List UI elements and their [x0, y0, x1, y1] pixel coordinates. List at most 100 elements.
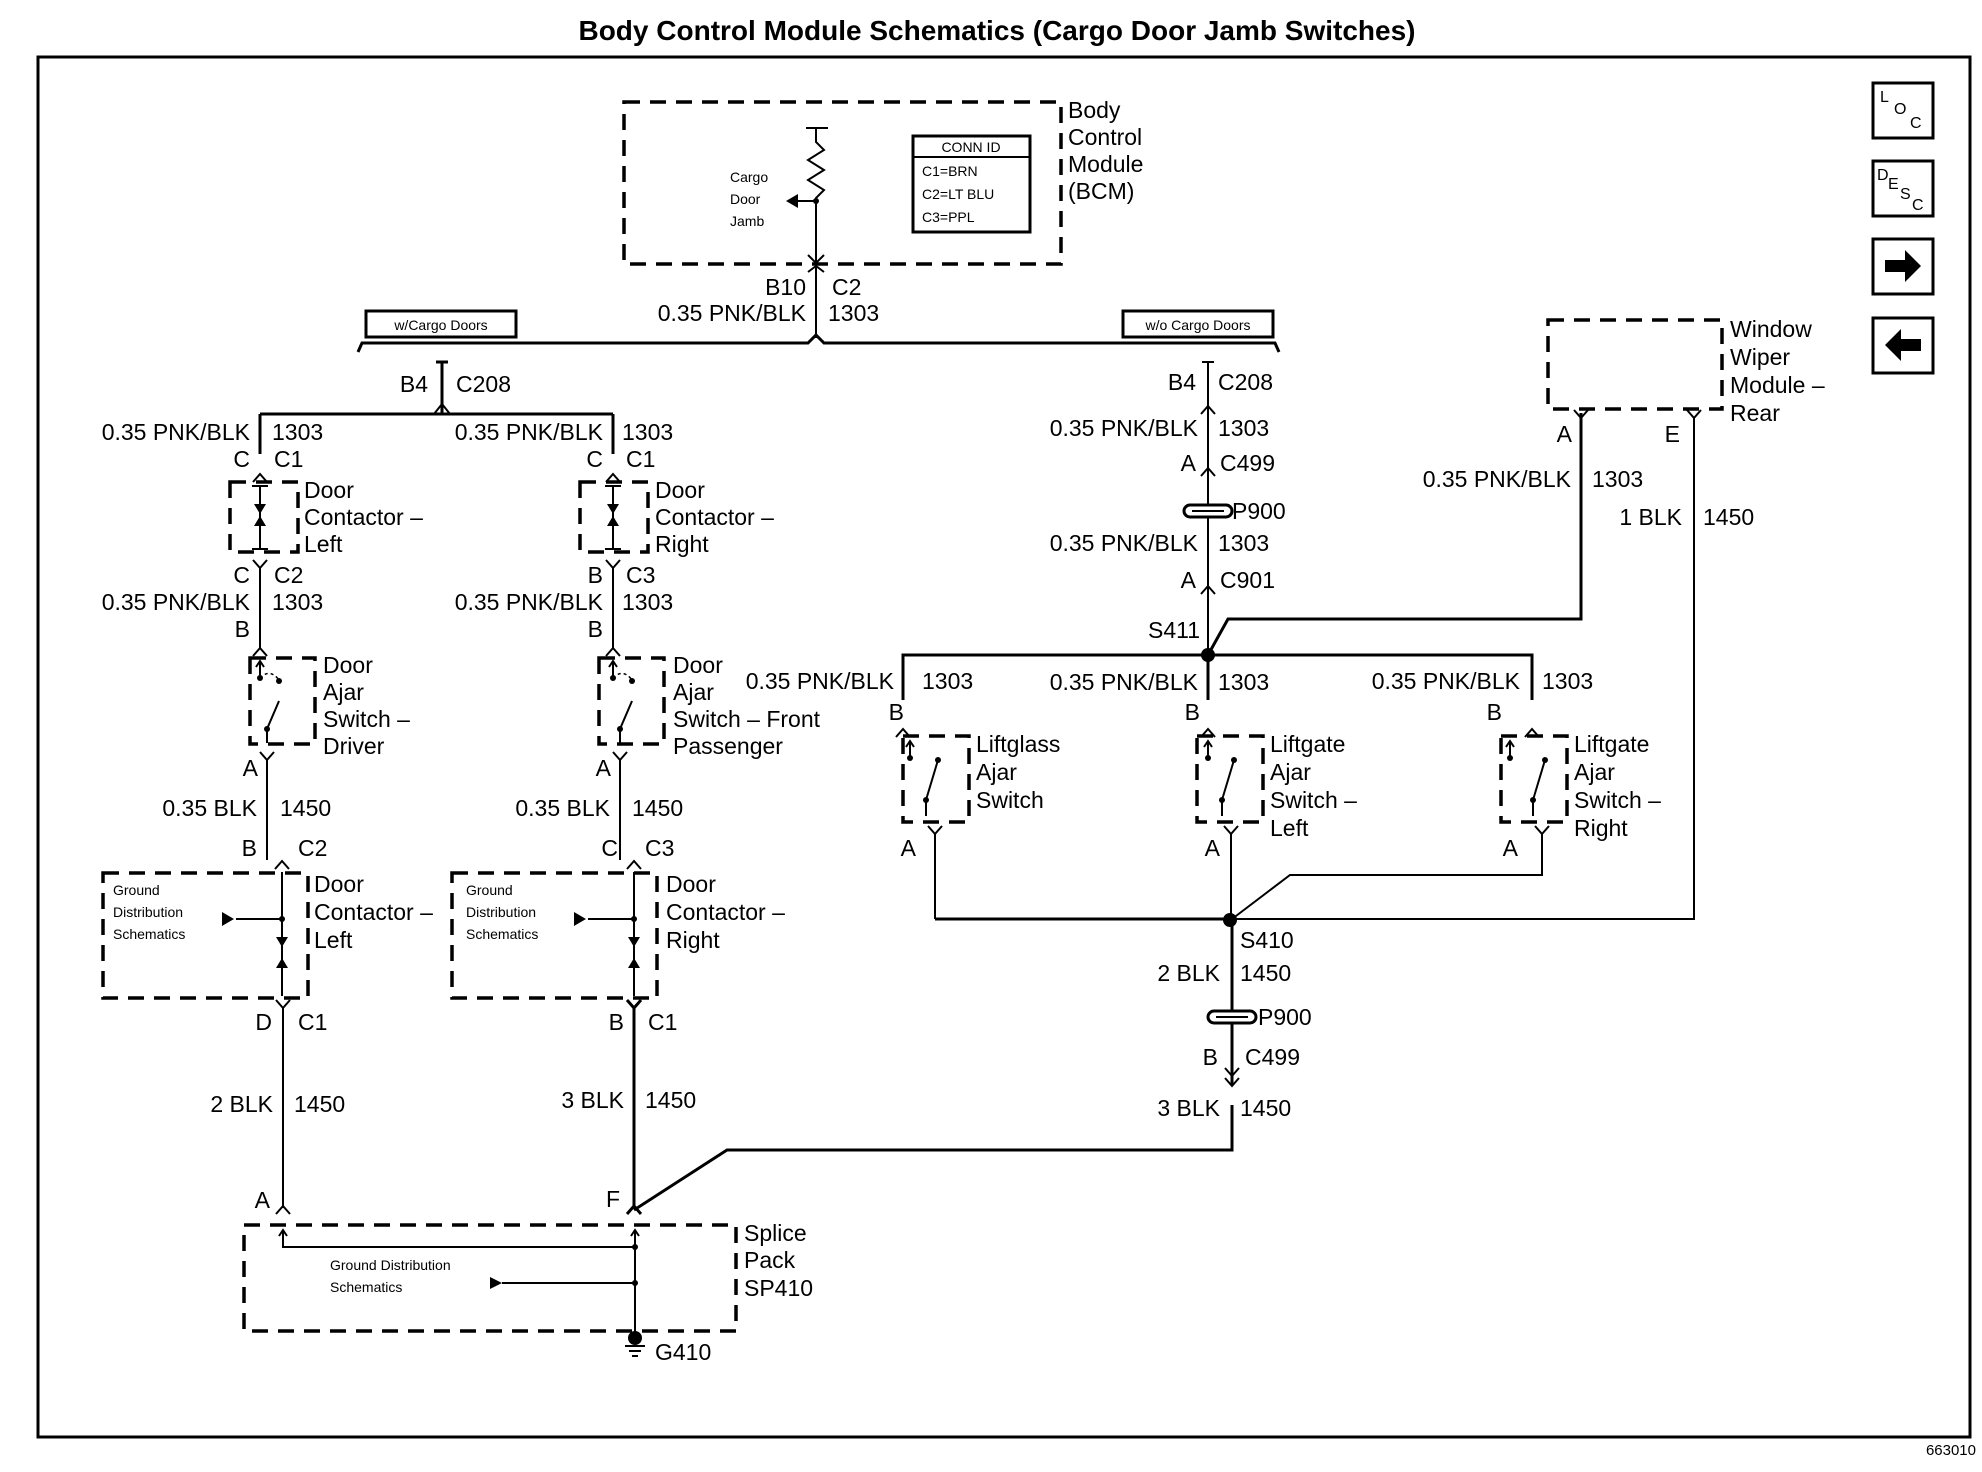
splice-s410: [1223, 913, 1237, 927]
switch-icon: [1203, 739, 1239, 919]
ground-ref-label: Ground Distribution: [330, 1257, 451, 1273]
circuit-label: 1303: [1218, 530, 1269, 556]
option-bus: [356, 332, 1281, 353]
connector-label: P900: [1232, 498, 1286, 524]
component-label: Door: [655, 477, 705, 503]
circuit-label: 1303: [622, 589, 673, 615]
switch-icon: [905, 739, 943, 919]
bcm-input-label: Cargo: [730, 169, 768, 185]
ground-ref-label: Distribution: [113, 904, 183, 920]
wire-color-label: 0.35 PNK/BLK: [1372, 668, 1521, 694]
pin-label: A: [901, 835, 917, 861]
door-ajar-switch-driver: [248, 656, 317, 746]
circuit-label: 1450: [632, 795, 683, 821]
component-label: Left: [314, 927, 353, 953]
connector-label: C1: [298, 1009, 327, 1035]
pin-label: C: [233, 562, 250, 588]
connector-arrow-icon: [807, 254, 825, 265]
connector-label: C2: [298, 835, 327, 861]
pin-label: B: [588, 616, 603, 642]
pin-label: B: [1185, 699, 1200, 725]
component-label: Door: [673, 652, 723, 678]
ground-arrow-icon: [490, 1277, 502, 1289]
connector-label: C2: [274, 562, 303, 588]
ground-ref-label: Schematics: [330, 1279, 402, 1295]
component-label: Ajar: [976, 759, 1017, 785]
circuit-label: 1450: [294, 1091, 345, 1117]
circuit-label: 1450: [1240, 960, 1291, 986]
pin-label: E: [1665, 421, 1680, 447]
circuit-label: 1450: [1240, 1095, 1291, 1121]
component-label: Door: [323, 652, 373, 678]
loc-letter-l: L: [1880, 89, 1889, 106]
conn-id-row: C3=PPL: [922, 209, 975, 225]
component-label: Wiper: [1730, 344, 1790, 370]
wire-color-label: 3 BLK: [1157, 1095, 1220, 1121]
ground-ref-label: Ground: [466, 882, 513, 898]
component-label: Ajar: [673, 679, 714, 705]
circuit-label: 1303: [1542, 668, 1593, 694]
connector-label: C499: [1220, 450, 1275, 476]
component-label: Liftglass: [976, 731, 1060, 757]
pin-label: B: [588, 562, 603, 588]
with-cargo-doors-badge: [364, 309, 518, 339]
bcm-label-line: Body: [1068, 97, 1121, 123]
component-label: Liftgate: [1270, 731, 1345, 757]
desc-button[interactable]: D E S C: [1871, 159, 1935, 218]
pin-label: D: [255, 1009, 272, 1035]
wire-color-label: 0.35 PNK/BLK: [455, 589, 604, 615]
component-label: Left: [1270, 815, 1309, 841]
circuit-label: 1450: [280, 795, 331, 821]
pin-label: B: [235, 616, 250, 642]
pin-label: B: [889, 699, 904, 725]
pin-label: B: [242, 835, 257, 861]
desc-letter-d: D: [1877, 167, 1889, 184]
component-label: Door: [666, 871, 716, 897]
pin-label: A: [243, 755, 259, 781]
component-label: Ajar: [1574, 759, 1615, 785]
circuit-label: 1303: [272, 589, 323, 615]
component-label: SP410: [744, 1275, 813, 1301]
component-label: Door: [304, 477, 354, 503]
wire-color-label: 2 BLK: [1157, 960, 1220, 986]
component-label: Rear: [1730, 400, 1780, 426]
input-arrow-icon: [786, 194, 798, 208]
wire-color-label: 0.35 BLK: [515, 795, 610, 821]
loc-letter-c: C: [1910, 115, 1922, 132]
ground-ref-label: Schematics: [466, 926, 538, 942]
wire-color-label: 2 BLK: [210, 1091, 273, 1117]
component-label: Ajar: [323, 679, 364, 705]
ground-arrow-icon: [574, 912, 640, 968]
wire-color-label: 0.35 PNK/BLK: [455, 419, 604, 445]
connector-label: C3: [645, 835, 674, 861]
previous-button[interactable]: [1871, 316, 1935, 375]
door-contactor-left: [228, 480, 300, 554]
wire-color-label: 0.35 PNK/BLK: [1423, 466, 1572, 492]
pin-label: B: [1487, 699, 1502, 725]
without-cargo-doors-badge: [1121, 309, 1275, 339]
pin-label: A: [1557, 421, 1573, 447]
pin-label: A: [596, 755, 612, 781]
component-label: Driver: [323, 733, 385, 759]
pin-label: B: [1203, 1044, 1218, 1070]
body-control-module: Body Control Module (BCM) Cargo Door Jam…: [622, 97, 1143, 280]
circuit-label: 1303: [1218, 669, 1269, 695]
component-label: Left: [304, 531, 343, 557]
component-label: Right: [655, 531, 709, 557]
loc-letter-o: O: [1894, 101, 1906, 118]
next-button[interactable]: [1871, 237, 1935, 296]
bcm-input-label: Door: [730, 191, 761, 207]
desc-letter-e: E: [1888, 176, 1899, 193]
desc-letter-s: S: [1900, 186, 1911, 203]
splice-pack-sp410: [242, 1223, 738, 1333]
loc-button[interactable]: L O C: [1871, 81, 1935, 140]
liftglass-ajar-switch: 0.35 PNK/BLK 1303 B A Liftglass Ajar Swi…: [746, 668, 1060, 919]
cargo-doors-circuit: B4 C208 0.35 PNK/BLK 1303 C C1 Door Cont…: [101, 360, 821, 1365]
ground-icon: [628, 1331, 642, 1345]
connector-label: C3: [626, 562, 655, 588]
connector-label: C1: [274, 446, 303, 472]
without-cargo-doors-label: w/o Cargo Doors: [1144, 317, 1250, 333]
with-cargo-doors-label: w/Cargo Doors: [393, 317, 487, 333]
pin-label: B4: [400, 371, 428, 397]
